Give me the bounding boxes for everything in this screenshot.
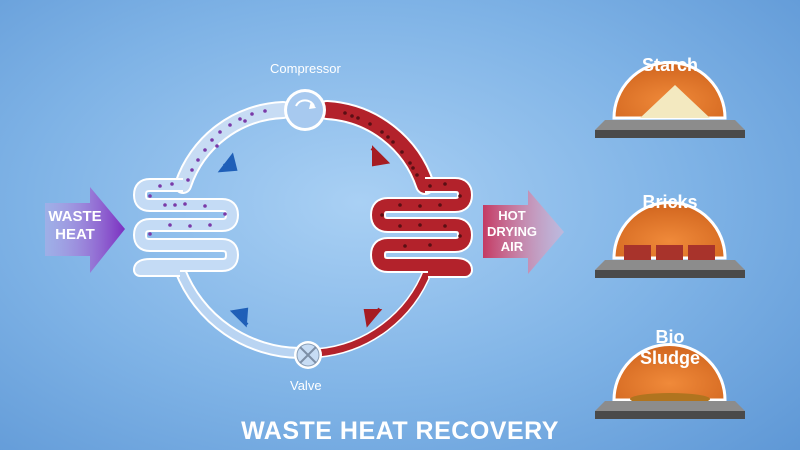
brick-3: [688, 245, 715, 261]
flow-arrow-cold-up: [217, 152, 238, 173]
product-label-bricks: Bricks: [642, 192, 698, 212]
flow-arrow-cold-return: [229, 307, 249, 328]
diagram-title: WASTE HEAT RECOVERY: [241, 417, 559, 445]
product-bio-sludge: [595, 343, 745, 419]
waste-heat-line1: WASTE: [48, 208, 102, 225]
product-bricks: [595, 201, 745, 278]
compressor-label: Compressor: [270, 61, 341, 76]
hot-drying-air-arrow: [483, 190, 564, 274]
flow-arrows: [217, 145, 391, 328]
product-starch: [595, 61, 745, 138]
waste-heat-line2: HEAT: [55, 226, 95, 243]
expansion-valve-symbol: [294, 341, 322, 369]
hot-side-pipe: [313, 100, 435, 358]
flow-arrow-hot-return: [363, 307, 383, 328]
flow-arrow-hot-down: [370, 145, 391, 167]
waste-heat-label: WASTE HEAT: [44, 208, 106, 244]
evaporator-coil: [133, 178, 239, 277]
product-label-starch: Starch: [641, 55, 699, 75]
waste-heat-arrow: [45, 187, 125, 273]
valve-label: Valve: [290, 378, 322, 393]
hot-drying-air-label: HOT DRYING AIR: [484, 208, 540, 255]
condenser-coil: [370, 177, 473, 278]
refrigerant-particles-cold: [148, 109, 267, 236]
output-line3: AIR: [500, 239, 524, 255]
starch-pile: [640, 85, 710, 118]
refrigerant-particles-hot: [343, 111, 462, 248]
output-line2: DRYING: [486, 223, 538, 239]
brick-2: [656, 245, 683, 261]
brick-1: [624, 245, 651, 261]
output-line1: HOT: [498, 208, 526, 223]
compressor-symbol: [284, 89, 326, 131]
product-label-bio-sludge: Bio Sludge: [639, 327, 700, 368]
